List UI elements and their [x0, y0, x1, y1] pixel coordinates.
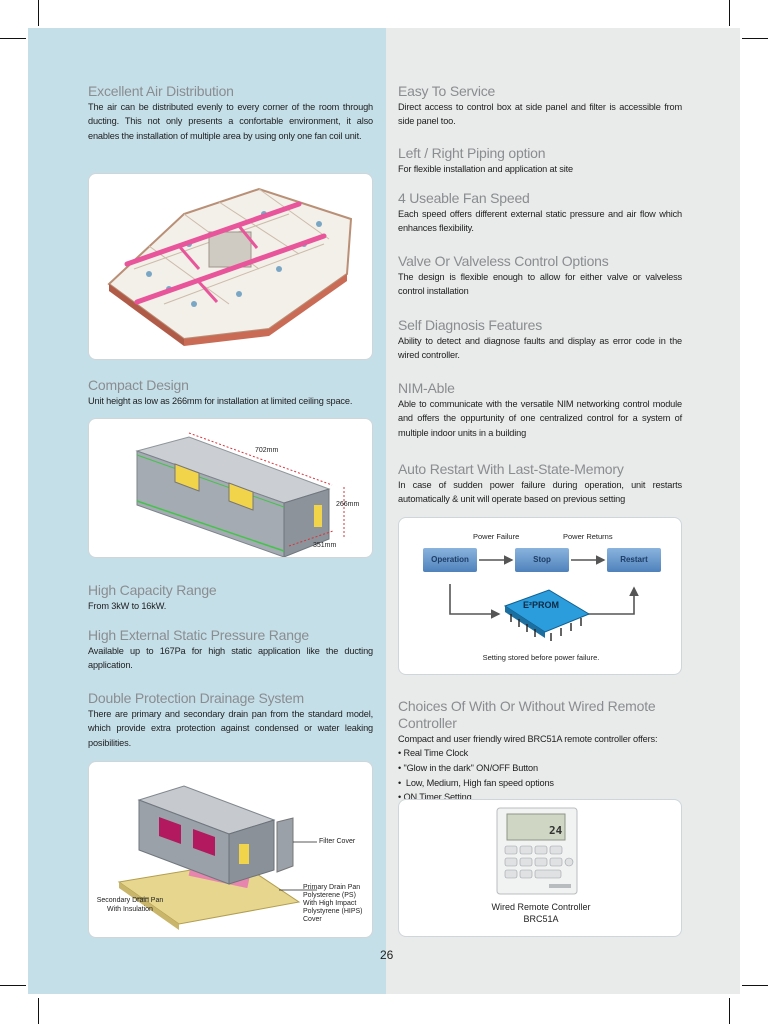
dimension-length: 702mm	[255, 447, 279, 454]
section-body: The design is flexible enough to allow f…	[398, 272, 682, 297]
drain-pan-illustration	[117, 785, 317, 930]
section-body: Direct access to control box at side pan…	[398, 102, 682, 127]
label-secondary-drain-pan: Secondary Drain Pan With Insulation	[96, 897, 164, 913]
section-title: Easy To Service	[398, 83, 496, 99]
crop-mark	[38, 0, 39, 26]
page-number: 26	[380, 948, 394, 962]
section-auto-restart: Auto Restart With Last-State-Memory In c…	[398, 461, 682, 507]
section-title: High Capacity Range	[88, 582, 217, 598]
dimension-depth: 351mm	[313, 542, 337, 549]
label-power-failure: Power Failure	[473, 532, 520, 541]
isometric-office-illustration	[107, 187, 353, 346]
section-body: Available up to 167Pa for high static ap…	[88, 646, 373, 671]
crop-mark	[0, 38, 26, 39]
drainage-image: Filter Cover Primary Drain Pan Polystere…	[88, 761, 373, 938]
remote-controller-illustration	[496, 807, 578, 895]
section-title: Compact Design	[88, 377, 189, 393]
crop-mark	[38, 998, 39, 1024]
section-body: For flexible installation and applicatio…	[398, 164, 573, 174]
section-body: There are primary and secondary drain pa…	[88, 709, 373, 748]
left-column: Excellent Air Distribution The air can b…	[28, 28, 386, 994]
section-diagnosis: Self Diagnosis Features Ability to detec…	[398, 317, 682, 363]
section-compact-design: Compact Design Unit height as low as 266…	[88, 377, 378, 408]
crop-mark	[0, 985, 26, 986]
section-title: NIM-Able	[398, 380, 455, 396]
right-column: Easy To Service Direct access to control…	[386, 28, 740, 994]
brochure-page: Excellent Air Distribution The air can b…	[28, 28, 740, 994]
list-item: "Glow in the dark" ON/OFF Button	[398, 761, 688, 776]
diagram-caption: Setting stored before power failure.	[482, 653, 600, 662]
chip-label: E²PROM	[523, 600, 559, 610]
section-capacity: High Capacity Range From 3kW to 16kW.	[88, 582, 373, 613]
section-valve: Valve Or Valveless Control Options The d…	[398, 253, 682, 299]
remote-caption-line2: BRC51A	[523, 914, 559, 924]
section-body: In case of sudden power failure during o…	[398, 480, 682, 505]
section-esp: High External Static Pressure Range Avai…	[88, 627, 373, 673]
list-item: ON Timer Setting	[398, 790, 688, 805]
crop-mark	[742, 985, 768, 986]
block-operation: Operation	[431, 555, 469, 564]
floorplan-image	[88, 173, 373, 360]
section-body: Ability to detect and diagnose faults an…	[398, 336, 682, 361]
section-drainage: Double Protection Drainage System There …	[88, 690, 373, 750]
section-body: From 3kW to 16kW.	[88, 601, 167, 611]
section-nim: NIM-Able Able to communicate with the ve…	[398, 380, 682, 440]
remote-caption-line1: Wired Remote Controller	[491, 902, 591, 912]
dimension-height: 266mm	[336, 501, 360, 508]
section-title: Choices Of With Or Without Wired Remote …	[398, 698, 656, 731]
label-primary-drain-pan: Primary Drain Pan Polysterene (PS) With …	[303, 884, 363, 923]
section-intro: Compact and user friendly wired BRC51A r…	[398, 734, 658, 744]
section-body: Each speed offers different external sta…	[398, 209, 682, 234]
section-title: 4 Useable Fan Speed	[398, 190, 530, 206]
feature-list: Real Time Clock "Glow in the dark" ON/OF…	[398, 746, 688, 804]
block-stop: Stop	[533, 555, 551, 564]
section-body: The air can be distributed evenly to eve…	[88, 102, 373, 141]
ducted-unit-illustration	[135, 432, 345, 557]
section-title: Left / Right Piping option	[398, 145, 546, 161]
remote-controller-image: 24 Wired Remote Controller BRC51A	[398, 799, 682, 937]
label-filter-cover: Filter Cover	[319, 838, 356, 845]
section-body: Unit height as low as 266mm for installa…	[88, 396, 353, 406]
unit-dimensions-image: 702mm 266mm 351mm	[88, 418, 373, 558]
section-title: Double Protection Drainage System	[88, 690, 304, 706]
list-item: Real Time Clock	[398, 746, 688, 761]
restart-diagram: Power Failure Power Returns Operation St…	[398, 517, 682, 675]
section-service: Easy To Service Direct access to control…	[398, 83, 682, 129]
list-item: Low, Medium, High fan speed options	[398, 776, 688, 791]
section-piping: Left / Right Piping option For flexible …	[398, 145, 682, 176]
remote-screen-value: 24	[549, 824, 563, 837]
crop-mark	[742, 38, 768, 39]
section-title: Self Diagnosis Features	[398, 317, 543, 333]
section-title: Valve Or Valveless Control Options	[398, 253, 609, 269]
section-title: Auto Restart With Last-State-Memory	[398, 461, 624, 477]
crop-mark	[729, 0, 730, 26]
crop-mark	[729, 998, 730, 1024]
section-fan-speed: 4 Useable Fan Speed Each speed offers di…	[398, 190, 682, 236]
section-title: High External Static Pressure Range	[88, 627, 309, 643]
section-remote-controller: Choices Of With Or Without Wired Remote …	[398, 698, 688, 805]
restart-flow-diagram	[423, 548, 661, 641]
section-title: Excellent Air Distribution	[88, 83, 234, 99]
section-body: Able to communicate with the versatile N…	[398, 399, 682, 438]
label-power-returns: Power Returns	[563, 532, 613, 541]
block-restart: Restart	[620, 555, 648, 564]
section-air-distribution: Excellent Air Distribution The air can b…	[88, 83, 373, 143]
